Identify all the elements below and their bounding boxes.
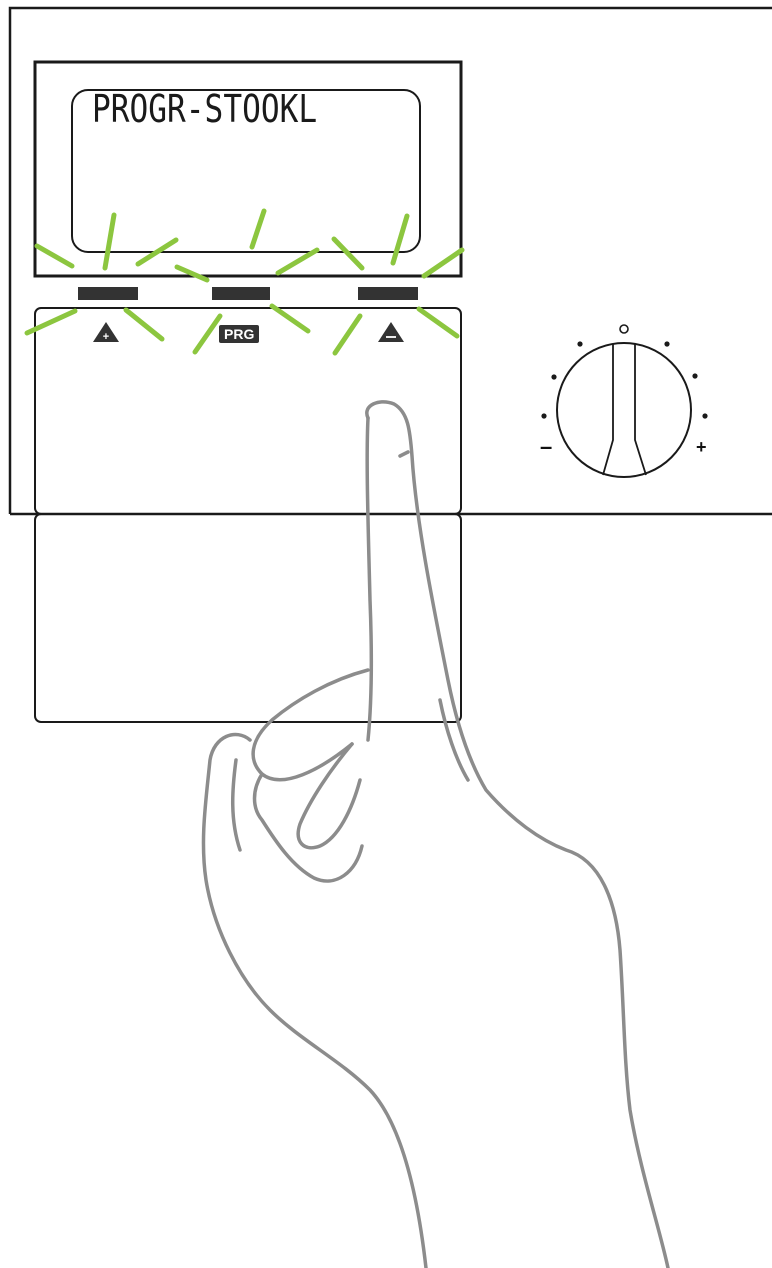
lower-cover-panel	[34, 513, 462, 723]
knob-plus-label: +	[696, 437, 707, 457]
triangle-up-minus-icon	[378, 322, 404, 342]
button-highlight-rays	[24, 208, 465, 356]
knob-zero-mark	[619, 324, 629, 334]
svg-text:+: +	[103, 331, 109, 343]
temperature-knob[interactable]	[541, 324, 708, 478]
hand-illustration	[201, 400, 670, 1268]
display-text: PROGR-STOOKL	[92, 87, 318, 131]
display-screen	[71, 89, 421, 253]
prg-key-label: PRG	[219, 325, 260, 343]
minus-key-bar[interactable]	[358, 287, 418, 300]
plus-key-bar[interactable]	[78, 287, 138, 300]
display-frame	[33, 60, 463, 278]
triangle-up-plus-icon: +	[93, 322, 119, 343]
knob-minus-label: –	[540, 434, 553, 459]
prg-key-bar[interactable]	[212, 287, 270, 300]
